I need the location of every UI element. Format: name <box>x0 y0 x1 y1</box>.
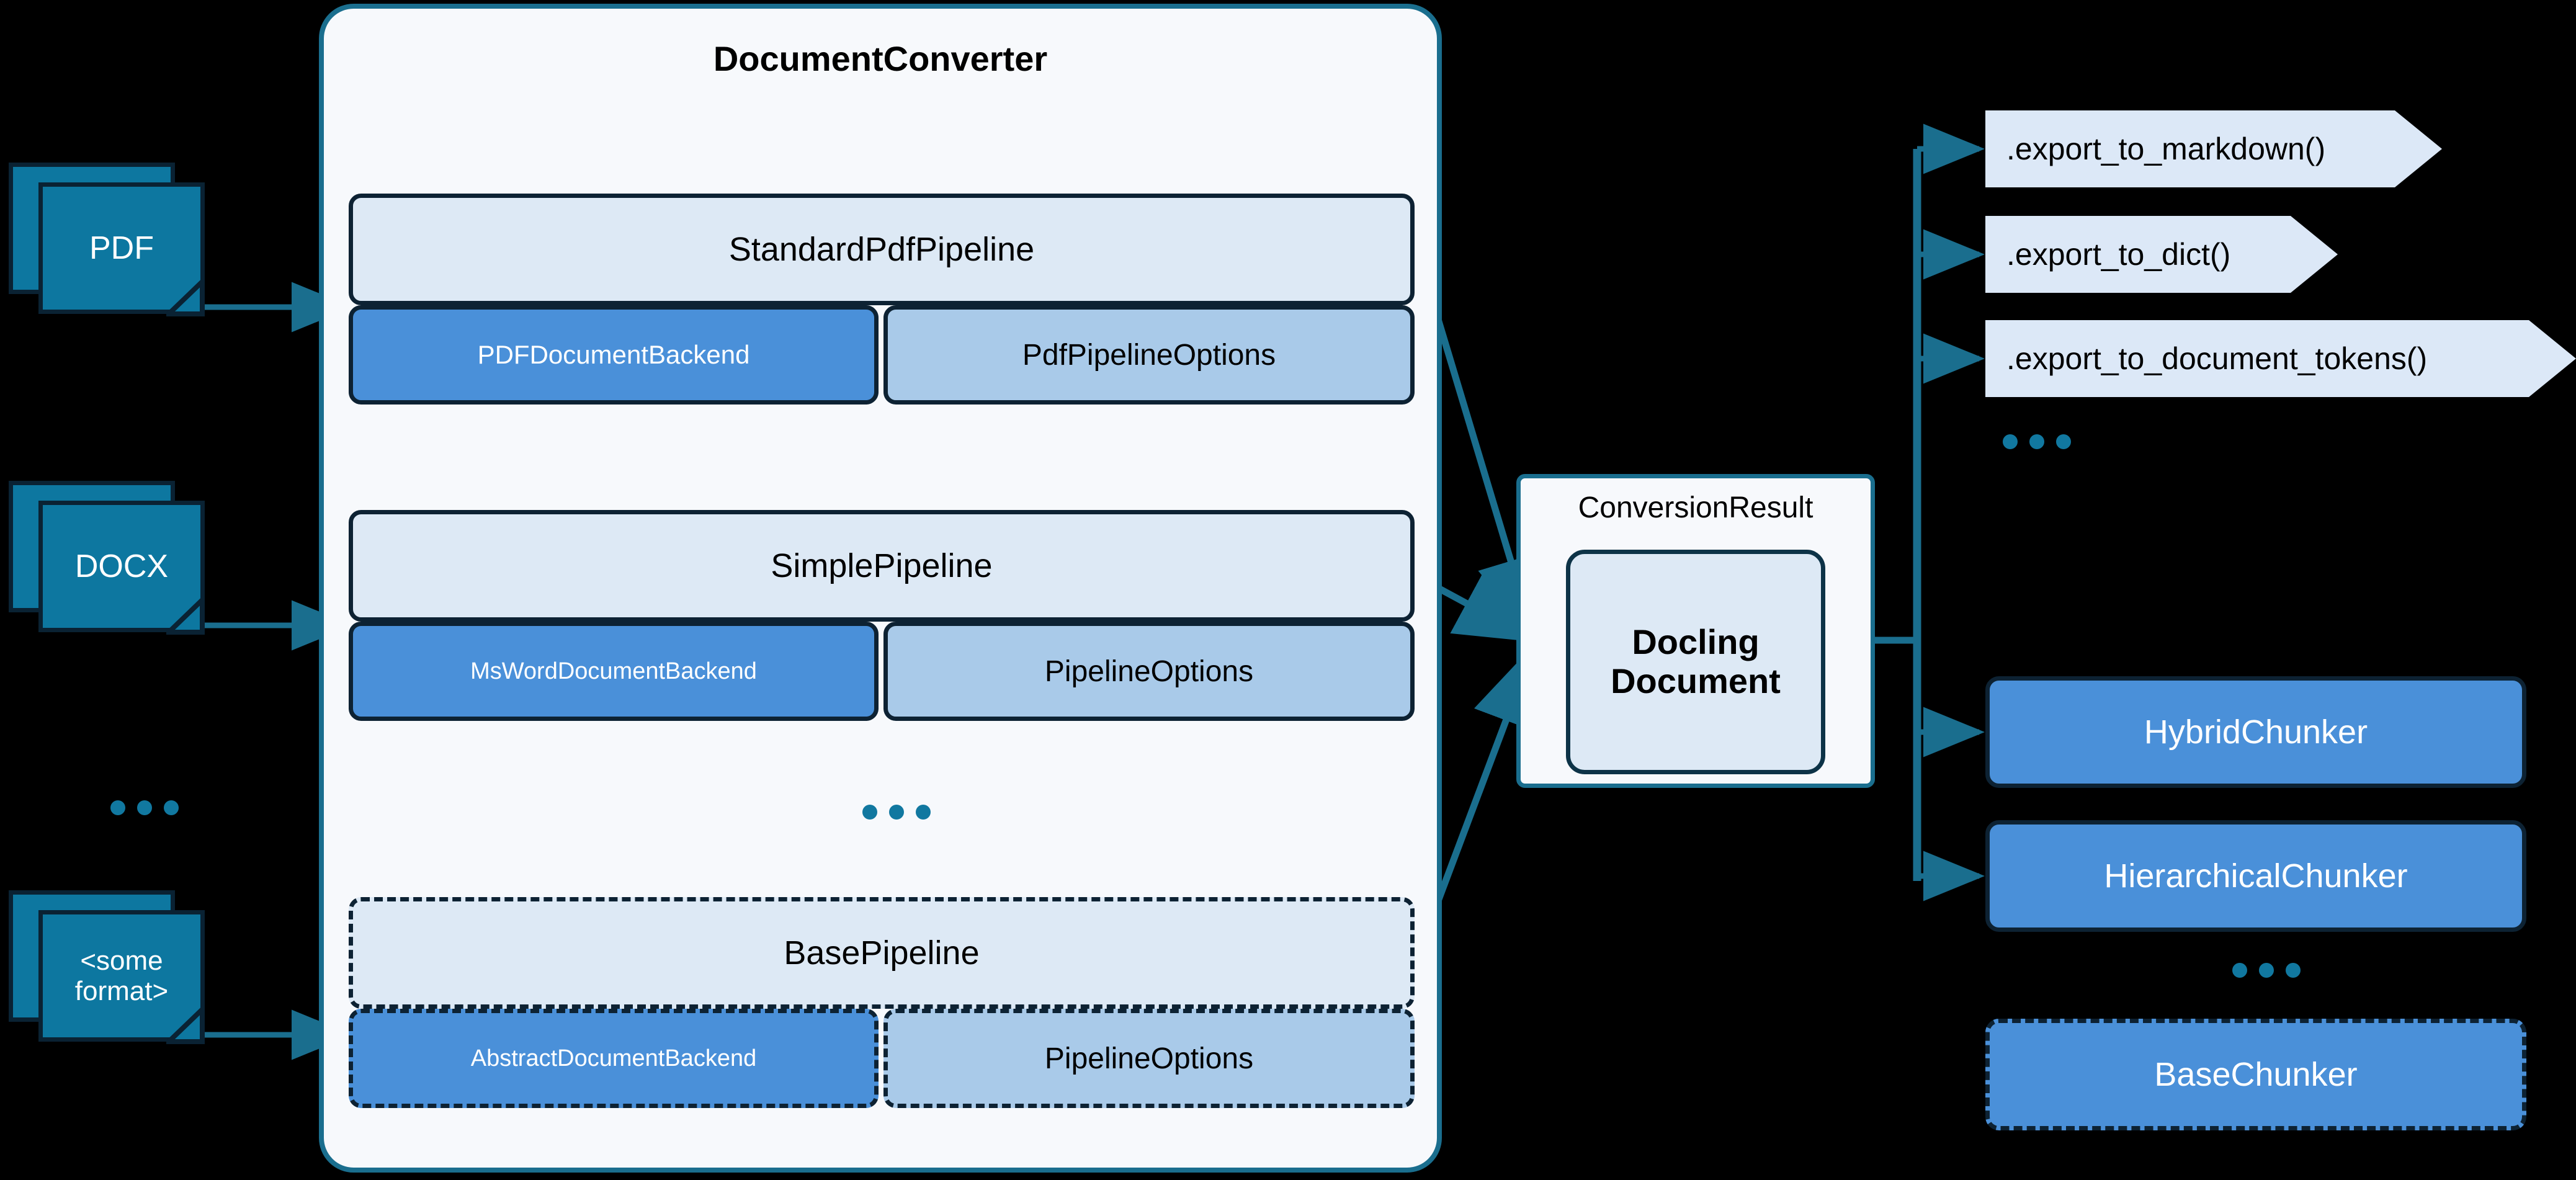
page-fold-icon <box>166 1006 205 1044</box>
input-doc-label: PDF <box>89 230 154 266</box>
doc-front-sheet: <some format> <box>38 910 205 1042</box>
chunker-hierarchicalchunker[interactable]: HierarchicalChunker <box>1985 820 2526 932</box>
input-ellipsis <box>110 800 179 815</box>
docling-document-line1: Docling <box>1632 622 1760 662</box>
pipeline-options-pipelineoptions[interactable]: PipelineOptions <box>883 622 1415 721</box>
chunker-label: HybridChunker <box>2144 713 2368 751</box>
page-title: DocumentConverter <box>713 39 1048 78</box>
export-label: .export_to_document_tokens() <box>2006 341 2428 376</box>
backend-name: AbstractDocumentBackend <box>470 1045 757 1071</box>
input-doc-docx[interactable]: DOCX <box>9 481 213 635</box>
options-name: PdfPipelineOptions <box>1022 338 1276 372</box>
pipeline-backend-abstractdocumentbackend[interactable]: AbstractDocumentBackend <box>349 1009 879 1108</box>
export-chip-dict[interactable]: .export_to_dict() <box>1985 216 2338 293</box>
doc-front-sheet: PDF <box>38 182 205 314</box>
converter-ellipsis <box>862 805 931 820</box>
input-doc-other-format[interactable]: <some format> <box>9 890 213 1044</box>
export-label: .export_to_dict() <box>2006 237 2231 272</box>
pipeline-header-simplepipeline[interactable]: SimplePipeline <box>349 510 1415 622</box>
page-fold-icon <box>166 596 205 635</box>
backend-name: PDFDocumentBackend <box>477 340 750 369</box>
input-doc-label: <some format> <box>74 945 169 1006</box>
pipeline-backend-pdfdocumentbackend[interactable]: PDFDocumentBackend <box>349 305 879 405</box>
input-doc-pdf[interactable]: PDF <box>9 163 213 316</box>
page-fold-icon <box>166 278 205 316</box>
exports-ellipsis <box>2003 434 2071 449</box>
options-name: PipelineOptions <box>1044 655 1254 688</box>
backend-name: MsWordDocumentBackend <box>470 658 757 684</box>
chunker-hybridchunker[interactable]: HybridChunker <box>1985 676 2526 788</box>
docling-document-box[interactable]: Docling Document <box>1566 550 1825 774</box>
input-doc-label: DOCX <box>74 548 169 584</box>
chunker-basechunker[interactable]: BaseChunker <box>1985 1019 2526 1130</box>
pipeline-options-pdfpipelineoptions[interactable]: PdfPipelineOptions <box>883 305 1415 405</box>
pipeline-name: StandardPdfPipeline <box>728 231 1035 268</box>
options-name: PipelineOptions <box>1044 1042 1254 1075</box>
export-label: .export_to_markdown() <box>2006 132 2326 166</box>
export-chip-document-tokens[interactable]: .export_to_document_tokens() <box>1985 320 2576 397</box>
pipeline-header-standardpdfpipeline[interactable]: StandardPdfPipeline <box>349 194 1415 305</box>
chunker-label: BaseChunker <box>2154 1056 2358 1093</box>
chunker-label: HierarchicalChunker <box>2104 857 2408 895</box>
pipeline-name: SimplePipeline <box>771 547 993 584</box>
pipeline-name: BasePipeline <box>784 934 980 972</box>
pipeline-options-pipelineoptions-base[interactable]: PipelineOptions <box>883 1009 1415 1108</box>
conversion-result-label: ConversionResult <box>1578 491 1813 524</box>
doc-front-sheet: DOCX <box>38 501 205 632</box>
chunkers-ellipsis <box>2232 963 2301 978</box>
pipeline-backend-msworddocumentbackend[interactable]: MsWordDocumentBackend <box>349 622 879 721</box>
pipeline-header-basepipeline[interactable]: BasePipeline <box>349 897 1415 1009</box>
export-chip-markdown[interactable]: .export_to_markdown() <box>1985 110 2442 187</box>
docling-document-line2: Document <box>1611 661 1781 700</box>
